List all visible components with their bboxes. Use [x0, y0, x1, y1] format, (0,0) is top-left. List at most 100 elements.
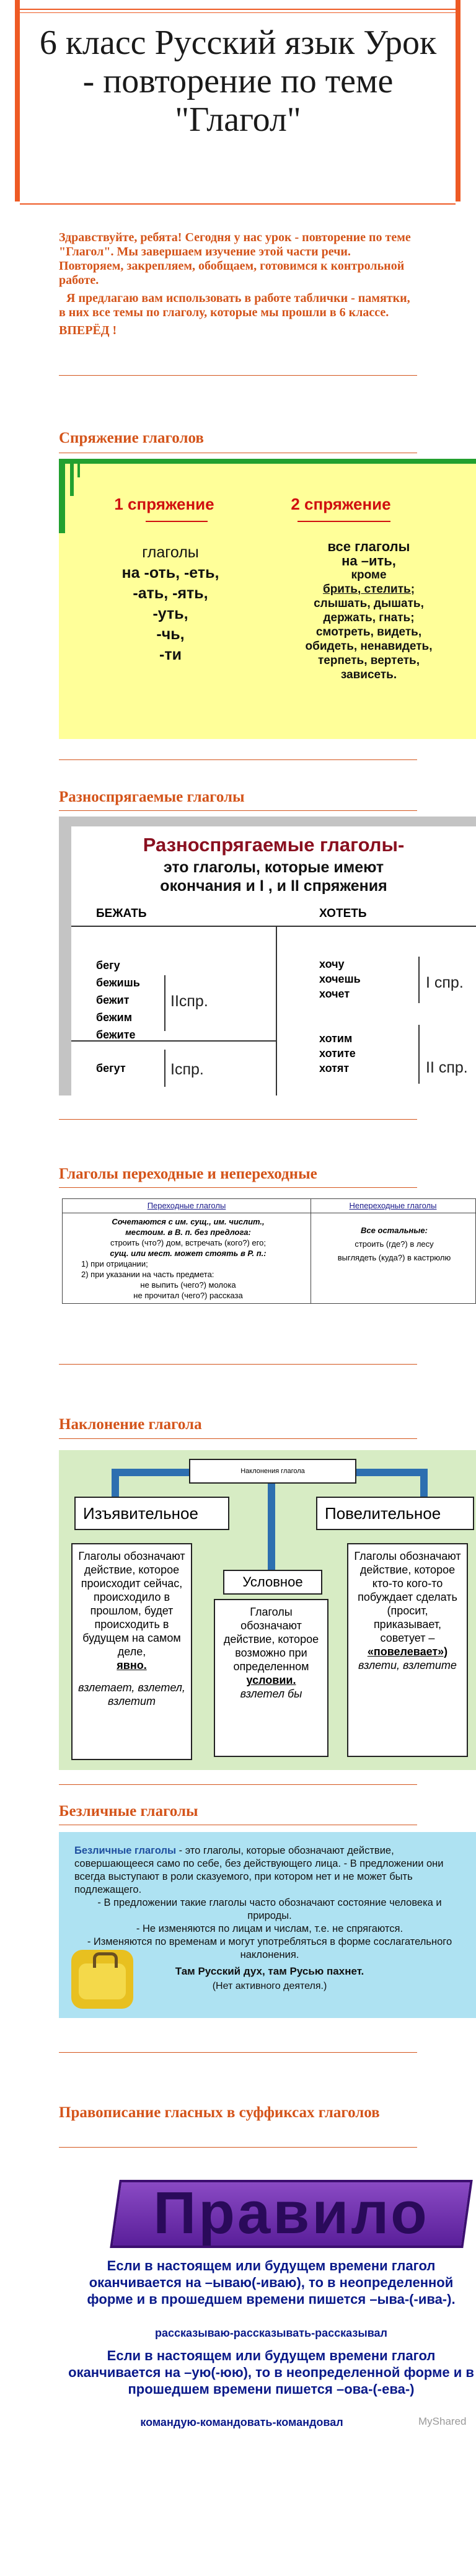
- left-word: бежит: [96, 994, 130, 1006]
- title-line-bottom: [20, 203, 456, 205]
- section-title-irregular: Разноспрягаемые глаголы: [59, 789, 245, 805]
- ind-example: взлетает, взлетел, взлетит: [78, 1681, 185, 1707]
- ind-text: Глаголы обозначают действие, которое про…: [78, 1550, 185, 1658]
- rule-line: [71, 926, 476, 927]
- mark-i: Iспр.: [170, 1061, 204, 1078]
- right-head: ХОТЕТЬ: [319, 907, 367, 920]
- left-word: бежите: [96, 1029, 136, 1041]
- col-left: [63, 1199, 311, 1303]
- section-title-transitive: Глаголы переходные и непереходные: [59, 1166, 317, 1182]
- imp-example: взлети, взлетите: [358, 1659, 457, 1671]
- impersonal-text3: - Не изменяются по лицам и числам, т.е. …: [136, 1923, 403, 1934]
- green-stripe: [59, 459, 476, 464]
- arrow: [356, 1469, 428, 1476]
- green-stripe: [77, 459, 80, 477]
- imperative-label: Повелительное: [316, 1497, 474, 1530]
- conj2-item: все глаголы: [327, 539, 410, 554]
- conj1-head: 1 спряжение: [114, 495, 214, 513]
- left-line: местоим. в В. п. без предлога:: [125, 1228, 251, 1237]
- right-word: хотите: [319, 1047, 356, 1060]
- impersonal-panel: Безличные глаголы - это глаголы, которые…: [59, 1832, 476, 2018]
- rule-2: Если в настоящем или будущем времени гла…: [68, 2348, 474, 2397]
- left-word: бегу: [96, 959, 120, 972]
- impersonal-text1: - это глаголы, которые обозначают действ…: [74, 1845, 444, 1895]
- conj2-head: 2 спряжение: [291, 495, 391, 513]
- conjugation-table: 1 спряжение 2 спряжение глаголы на -оть,…: [59, 459, 476, 739]
- right-text: Все остальные: строить (где?) в лесу выг…: [317, 1224, 472, 1265]
- irregular-title: Разноспрягаемые глаголы-: [143, 834, 405, 856]
- right-bottom: хотим хотите хотят: [319, 1031, 356, 1076]
- conj2-item: слышать, дышать,: [314, 597, 424, 610]
- cond-text: Глаголы обозначают действие, которое воз…: [223, 1606, 319, 1673]
- rule-line: [276, 927, 277, 1095]
- divider: [59, 375, 417, 376]
- irregular-table: Разноспрягаемые глаголы- это глаголы, ко…: [71, 826, 476, 1095]
- rule-line: [164, 1050, 165, 1087]
- arrow: [268, 1484, 275, 1570]
- mark-ii: IIспр.: [170, 993, 208, 1010]
- cond-example: взлетел бы: [240, 1688, 302, 1700]
- underline: [298, 521, 390, 522]
- title-bar-left: [15, 0, 20, 201]
- conj2-item: на –ить,: [342, 553, 396, 569]
- left-line: не выпить (чего?) молока: [140, 1280, 236, 1290]
- section-line: [59, 810, 417, 811]
- rule-1-example: рассказываю-рассказывать-рассказывал: [155, 2327, 387, 2339]
- arrow: [112, 1469, 119, 1497]
- right-word: хочу: [319, 958, 345, 970]
- impersonal-text: Безличные глаголы - это глаголы, которые…: [74, 1844, 465, 1962]
- mood-diagram: Наклонения глагола Изъявительное Повелит…: [59, 1450, 476, 1770]
- divider: [59, 2052, 417, 2053]
- right-line: выглядеть (куда?) в кастрюлю: [337, 1253, 451, 1262]
- impersonal-text4: - Изменяются по временам и могут употреб…: [87, 1936, 452, 1960]
- page-title: 6 класс Русский язык Урок - повторение п…: [39, 24, 437, 139]
- rule-line: [418, 1025, 420, 1084]
- indicative-label: Изъявительное: [74, 1497, 229, 1530]
- left-text: Сочетаются с им. сущ., им. числит., мест…: [69, 1216, 307, 1301]
- intro-p1: Здравствуйте, ребята! Сегодня у нас урок…: [59, 231, 411, 287]
- left-head: БЕЖАТЬ: [96, 907, 147, 920]
- mark-i-right: I спр.: [426, 974, 464, 991]
- section-line: [59, 2147, 417, 2148]
- green-stripe: [70, 459, 74, 496]
- intro-p3: ВПЕРЁД !: [59, 324, 117, 337]
- divider: [59, 759, 417, 760]
- conj2-item: зависеть.: [340, 668, 397, 681]
- title-slide: 6 класс Русский язык Урок - повторение п…: [0, 0, 476, 211]
- conj2-item: смотреть, видеть,: [315, 626, 422, 639]
- left-line: сущ. или мест. может стоять в Р. п.:: [110, 1249, 267, 1258]
- rule-line: [164, 975, 165, 1031]
- transitive-table: Переходные глаголы Непереходные глаголы …: [62, 1198, 476, 1304]
- conj2-item: брить, стелить;: [322, 583, 415, 596]
- left-line: 1) при отрицании;: [81, 1259, 148, 1268]
- watermark: MyShared: [418, 2415, 467, 2427]
- title-line-top: [20, 9, 456, 10]
- left-words: бегу бежишь бежит бежим бежите: [96, 957, 140, 1043]
- rule-line: [418, 957, 420, 1003]
- underline: [146, 521, 208, 522]
- left-line: Сочетаются с им. сущ., им. числит.,: [112, 1217, 265, 1226]
- section-title-conjugation: Спряжение глаголов: [59, 430, 204, 446]
- backpack-icon: [71, 1950, 133, 2009]
- irregular-sub1: это глаголы, которые имеют: [163, 859, 384, 876]
- imp-bold: «повелевает»): [367, 1645, 448, 1658]
- impersonal-lead: Безличные глаголы: [74, 1845, 177, 1856]
- rule-1: Если в настоящем или будущем времени гла…: [87, 2258, 456, 2307]
- divider: [59, 1784, 417, 1785]
- head-right: Непереходные глаголы: [311, 1199, 475, 1213]
- conj2-list: все глаголы на –ить, кроме брить, стелит…: [282, 539, 456, 682]
- conj1-item: -ать, -ять,: [133, 585, 208, 602]
- left-word: бежишь: [96, 976, 140, 989]
- right-word: хотят: [319, 1062, 350, 1074]
- conj2-item: держать, гнать;: [323, 611, 415, 624]
- right-word: хотим: [319, 1032, 353, 1045]
- rule-banner: Правило: [153, 2180, 430, 2246]
- arrow: [112, 1469, 189, 1476]
- imperative-box: Глаголы обозначают действие, которое кто…: [347, 1543, 468, 1757]
- conj1-item: на -оть, -еть,: [121, 564, 219, 582]
- conditional-label: Условное: [223, 1570, 322, 1595]
- conj1-item: глаголы: [142, 544, 199, 561]
- section-title-impersonal: Безличные глаголы: [59, 1803, 198, 1820]
- section-title-spelling: Правописание гласных в суффиксах глаголо…: [59, 2104, 380, 2121]
- mood-top: Наклонения глагола: [189, 1459, 356, 1484]
